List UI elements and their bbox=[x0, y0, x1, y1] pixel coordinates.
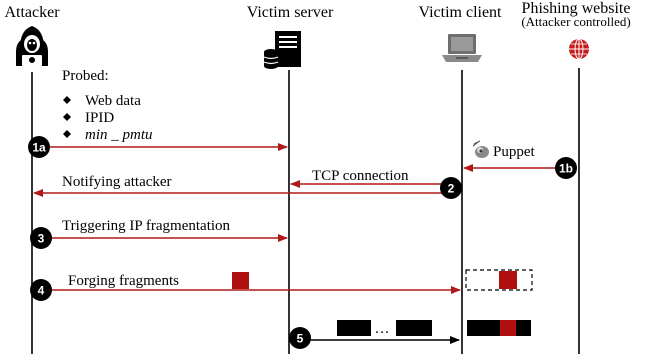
step-3-badge: 3 bbox=[30, 227, 52, 249]
bullet-icon bbox=[63, 130, 71, 138]
svg-text:3: 3 bbox=[38, 232, 45, 246]
fragmentation-label: Triggering IP fragmentation bbox=[62, 218, 231, 234]
step-4-badge: 4 bbox=[30, 279, 52, 301]
client-fragment-buffer bbox=[465, 269, 533, 291]
notify-label: Notifying attacker bbox=[62, 174, 172, 190]
phishing-title: Phishing website bbox=[522, 0, 631, 17]
globe-icon bbox=[569, 38, 589, 60]
step-1b-badge: 1b bbox=[555, 157, 577, 179]
probe-item-min-pmtu: min _ pmtu bbox=[85, 127, 153, 143]
tcp-connection-label: TCP connection bbox=[312, 168, 409, 184]
victim-server-title: Victim server bbox=[247, 4, 334, 21]
attacker-title: Attacker bbox=[4, 4, 60, 21]
forging-label: Forging fragments bbox=[68, 273, 179, 289]
svg-text:4: 4 bbox=[38, 284, 45, 298]
victim-client-title: Victim client bbox=[418, 4, 502, 21]
probe-header: Probed: bbox=[62, 68, 109, 84]
puppet-eye-icon bbox=[472, 140, 489, 158]
svg-text:1b: 1b bbox=[559, 162, 573, 176]
step-1a-badge: 1a bbox=[28, 136, 50, 158]
hacker-icon bbox=[16, 26, 48, 66]
phishing-subtitle: (Attacker controlled) bbox=[521, 14, 630, 29]
probe-item-web-data: Web data bbox=[85, 93, 141, 109]
svg-text:5: 5 bbox=[297, 332, 304, 346]
cached-forged-fragment bbox=[499, 271, 517, 289]
reassembled-packet bbox=[467, 320, 531, 336]
laptop-icon bbox=[442, 34, 482, 62]
legit-fragment bbox=[396, 320, 432, 336]
step-5-badge: 5 bbox=[289, 327, 311, 349]
probe-item-ipid: IPID bbox=[85, 110, 114, 126]
server-icon bbox=[263, 31, 301, 69]
svg-text:2: 2 bbox=[448, 182, 455, 196]
bullet-icon bbox=[63, 113, 71, 121]
bullet-icon bbox=[63, 96, 71, 104]
svg-text:1a: 1a bbox=[32, 141, 46, 155]
forged-fragment bbox=[232, 272, 249, 289]
puppet-label: Puppet bbox=[493, 144, 536, 160]
injected-fragment bbox=[500, 320, 516, 336]
fragments-ellipsis: … bbox=[375, 321, 390, 337]
probe-list: Web data IPID min _ pmtu bbox=[63, 93, 153, 143]
legit-fragment bbox=[337, 320, 371, 336]
step-2-badge: 2 bbox=[440, 177, 462, 199]
